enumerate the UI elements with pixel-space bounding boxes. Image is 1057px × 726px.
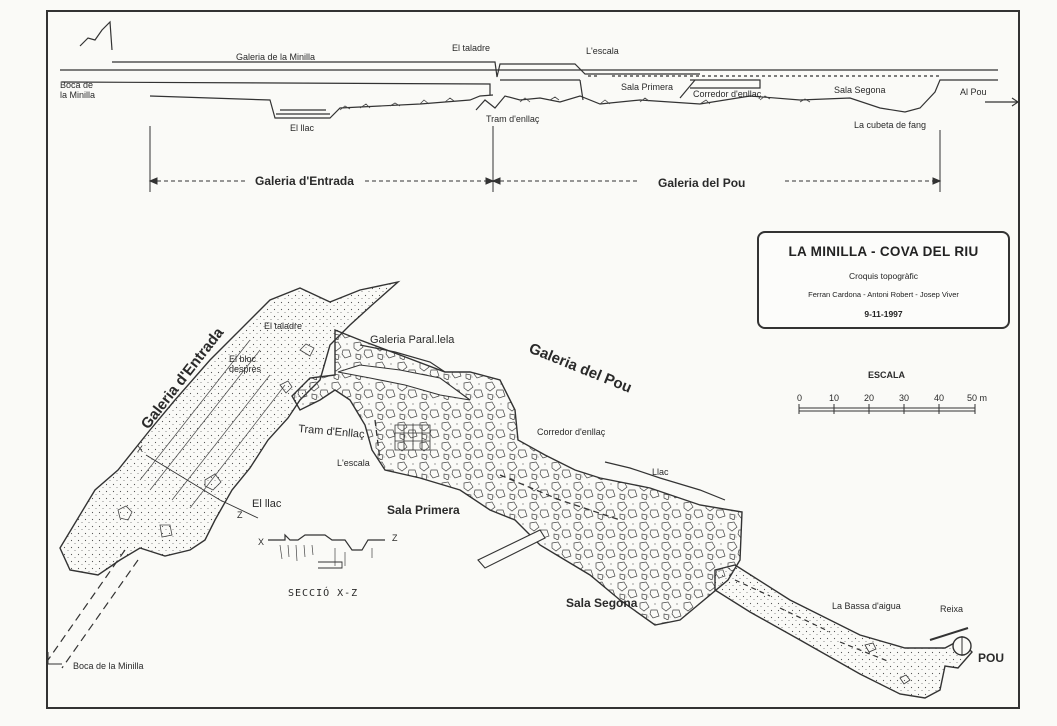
label-al-pou: Al Pou (960, 87, 987, 97)
label-bassa: La Bassa d'aigua (832, 601, 901, 611)
entrada-blocks (117, 343, 315, 538)
map-frame (46, 10, 1020, 709)
scale-tick-50: 50 m (967, 393, 987, 403)
label-cubeta: La cubeta de fang (854, 120, 926, 130)
profile-dimensions (148, 126, 942, 192)
profile-rocks (339, 95, 811, 111)
label-boca-2: la Minilla (60, 90, 95, 100)
label-sala-primera-plan: Sala Primera (387, 503, 460, 517)
scale-bar (798, 404, 976, 414)
map-title: LA MINILLA - COVA DEL RIU (788, 244, 979, 259)
label-z-plan: Z (237, 510, 243, 520)
scale-tick-40: 40 (934, 393, 944, 403)
label-tram-plan: Tram d'Enllaç (298, 423, 366, 441)
map-subtitle: Croquis topogràfic (849, 271, 918, 281)
label-boca-1: Boca de (60, 80, 93, 90)
label-corredor-plan: Corredor d'enllaç (537, 427, 606, 437)
block-grid (394, 424, 431, 451)
label-bloc-2: desprès (229, 364, 262, 374)
section-xz-hatching (279, 544, 373, 566)
cave-profile (60, 20, 1020, 119)
label-x-section: X (258, 537, 264, 547)
label-section-entrada: Galeria d'Entrada (255, 174, 354, 188)
section-xz-profile (268, 533, 385, 551)
label-sala-segona-plan: Sala Segona (566, 596, 638, 610)
galeria-pou-passage (714, 564, 973, 699)
section-xz-pool (318, 561, 343, 569)
al-pou-arrow (985, 97, 1020, 107)
side-passage (477, 529, 546, 569)
label-taladre-plan: El taladre (264, 321, 302, 331)
label-llac-small: Llac (652, 467, 669, 477)
label-x-plan: X (137, 444, 143, 454)
galeria-entrada-area (59, 280, 401, 576)
scale-tick-0: 0 (797, 393, 802, 403)
galeria-paralela-pillar (337, 364, 471, 401)
label-sala-primera-profile: Sala Primera (621, 82, 673, 92)
label-galeria-paralela: Galeria Paral.lela (370, 334, 455, 346)
label-llac-profile: El llac (290, 123, 315, 133)
label-escala-plan: L'escala (337, 458, 370, 468)
sala-primera-segona-area (291, 328, 743, 626)
label-galeria-minilla: Galeria de la Minilla (236, 52, 315, 62)
label-seccio: SECCIÓ X-Z (288, 586, 358, 599)
profile-escala (579, 79, 584, 101)
label-section-pou: Galeria del Pou (658, 176, 745, 190)
reixa-grate (929, 627, 969, 641)
profile-floor-pou (475, 79, 998, 113)
label-bloc-1: El bloc (229, 354, 257, 364)
profile-corridor (500, 79, 761, 89)
label-corredor-profile: Corredor d'enllaç (693, 89, 762, 99)
profile-upper-gallery (61, 81, 491, 95)
label-sala-segona-profile: Sala Segona (834, 85, 886, 95)
label-reixa: Reixa (940, 604, 963, 614)
profile-floor-entrada (149, 94, 494, 119)
plan-dashed-passages (374, 419, 621, 521)
profile-lake-water (276, 109, 330, 115)
label-escala-profile: L'escala (586, 46, 619, 56)
section-line-xz (145, 454, 259, 519)
paralela-wall (359, 344, 446, 373)
boca-corner-mark (47, 652, 62, 665)
scale-label: ESCALA (868, 370, 906, 380)
pou-blocks (864, 642, 911, 685)
scale-tick-30: 30 (899, 393, 909, 403)
pou-dashed-line (734, 579, 891, 663)
label-pou: POU (978, 651, 1004, 665)
label-boca-plan: Boca de la Minilla (73, 661, 144, 671)
llac-shore (604, 461, 726, 501)
entrada-floor-strips (139, 339, 286, 509)
boca-entrance-passage (47, 549, 139, 669)
title-cartouche: LA MINILLA - COVA DEL RIU Croquis topogr… (757, 231, 1010, 329)
cave-plan (47, 280, 973, 699)
surface-slope (79, 20, 113, 51)
label-tram-profile: Tram d'enllaç (486, 114, 540, 124)
scale-tick-10: 10 (829, 393, 839, 403)
label-z-section: Z (392, 533, 398, 543)
profile-corredor-step (679, 79, 696, 99)
profile-roof (112, 61, 700, 78)
label-galeria-pou-plan: Galeria del Pou (527, 340, 635, 397)
map-authors: Ferran Cardona - Antoni Robert - Josep V… (808, 290, 959, 299)
map-date: 9-11-1997 (864, 309, 903, 319)
scale-tick-20: 20 (864, 393, 874, 403)
label-taladre-profile: El taladre (452, 43, 490, 53)
label-el-llac-plan: El llac (252, 498, 282, 510)
